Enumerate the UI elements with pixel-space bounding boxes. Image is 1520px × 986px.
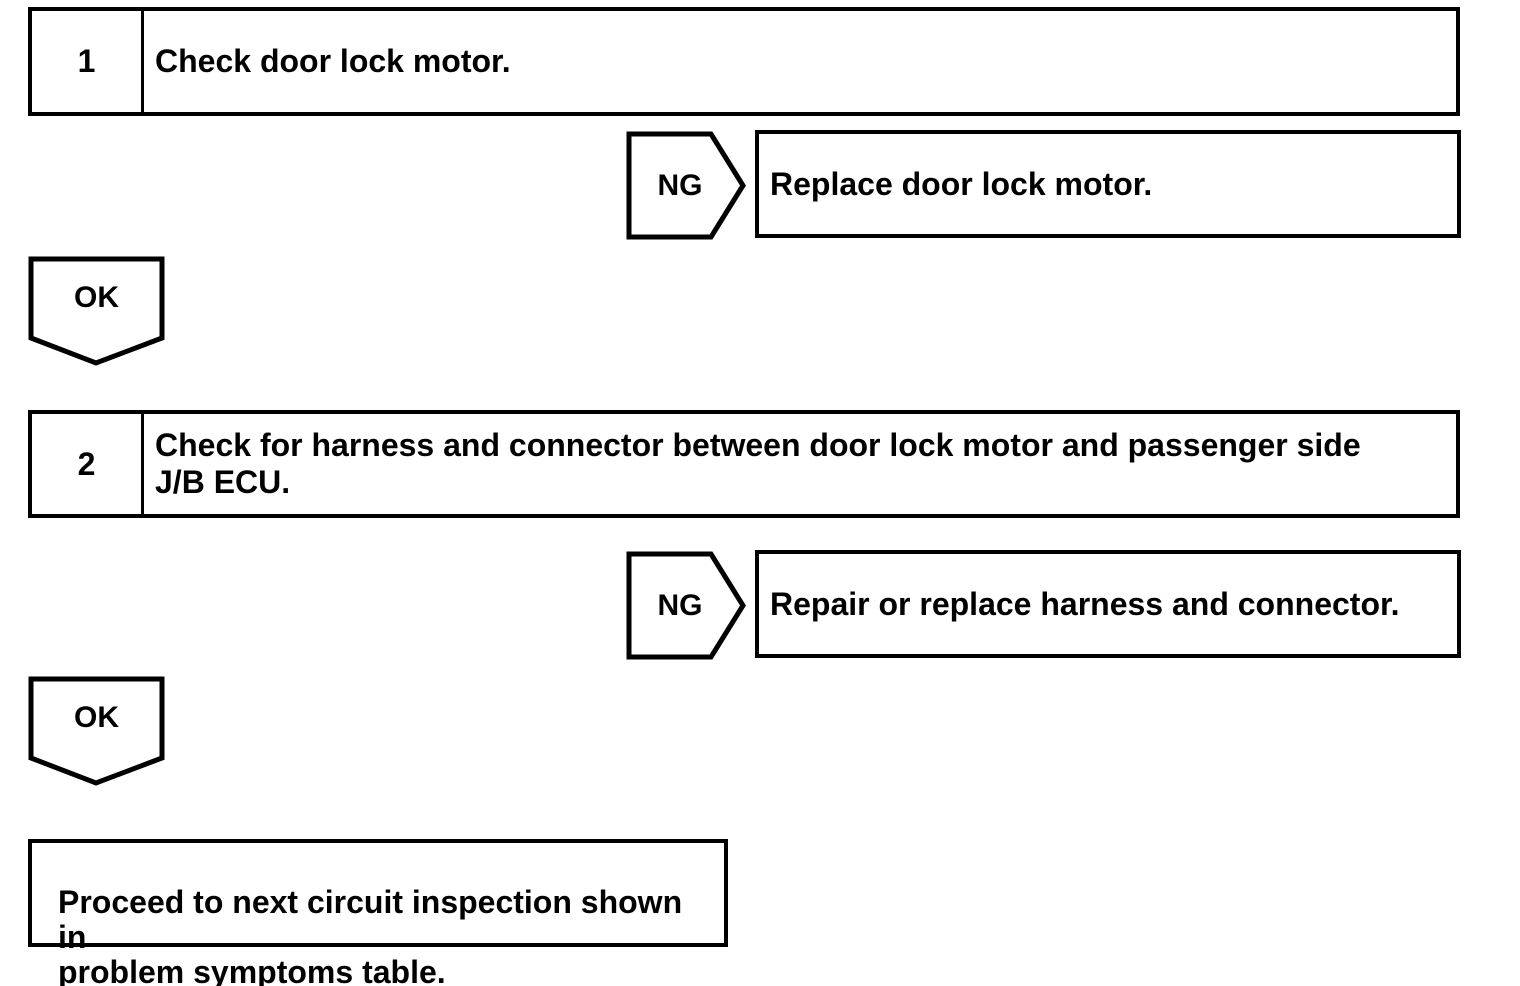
ok-pentagon-down-icon	[28, 256, 165, 366]
ng-label-1: NG	[657, 168, 703, 202]
ng-action-text-1: Replace door lock motor.	[770, 165, 1153, 202]
step-2-instruction: Check for harness and connector between …	[155, 427, 1361, 500]
result-text: Proceed to next circuit inspection shown…	[58, 884, 683, 986]
step-2-box: 2 Check for harness and connector betwee…	[28, 410, 1460, 518]
ok-connector-1: OK	[28, 256, 165, 366]
step-1-number: 1	[77, 43, 96, 79]
ok-label-2: OK	[74, 700, 119, 734]
step-2-number-cell: 2	[32, 414, 144, 514]
ng-action-text-2: Repair or replace harness and connector.	[770, 585, 1400, 622]
ng-label-2: NG	[657, 588, 703, 622]
result-box: Proceed to next circuit inspection shown…	[28, 839, 728, 986]
ng-pentagon-right-icon	[626, 551, 746, 660]
ng-pentagon-right-icon	[626, 131, 746, 240]
step-1-number-cell: 1	[32, 11, 144, 112]
step-1-instruction: Check door lock motor.	[155, 43, 511, 79]
ng-connector-1: NG	[626, 131, 746, 240]
ok-pentagon-down-icon	[28, 676, 165, 786]
ng-connector-2: NG	[626, 551, 746, 660]
ok-label-1: OK	[74, 280, 119, 314]
ok-connector-2: OK	[28, 676, 165, 786]
ng-action-box-1: Replace door lock motor.	[755, 130, 1461, 238]
step-1-box: 1 Check door lock motor.	[28, 7, 1460, 116]
ng-action-box-2: Repair or replace harness and connector.	[755, 550, 1461, 658]
step-2-number: 2	[77, 445, 96, 482]
